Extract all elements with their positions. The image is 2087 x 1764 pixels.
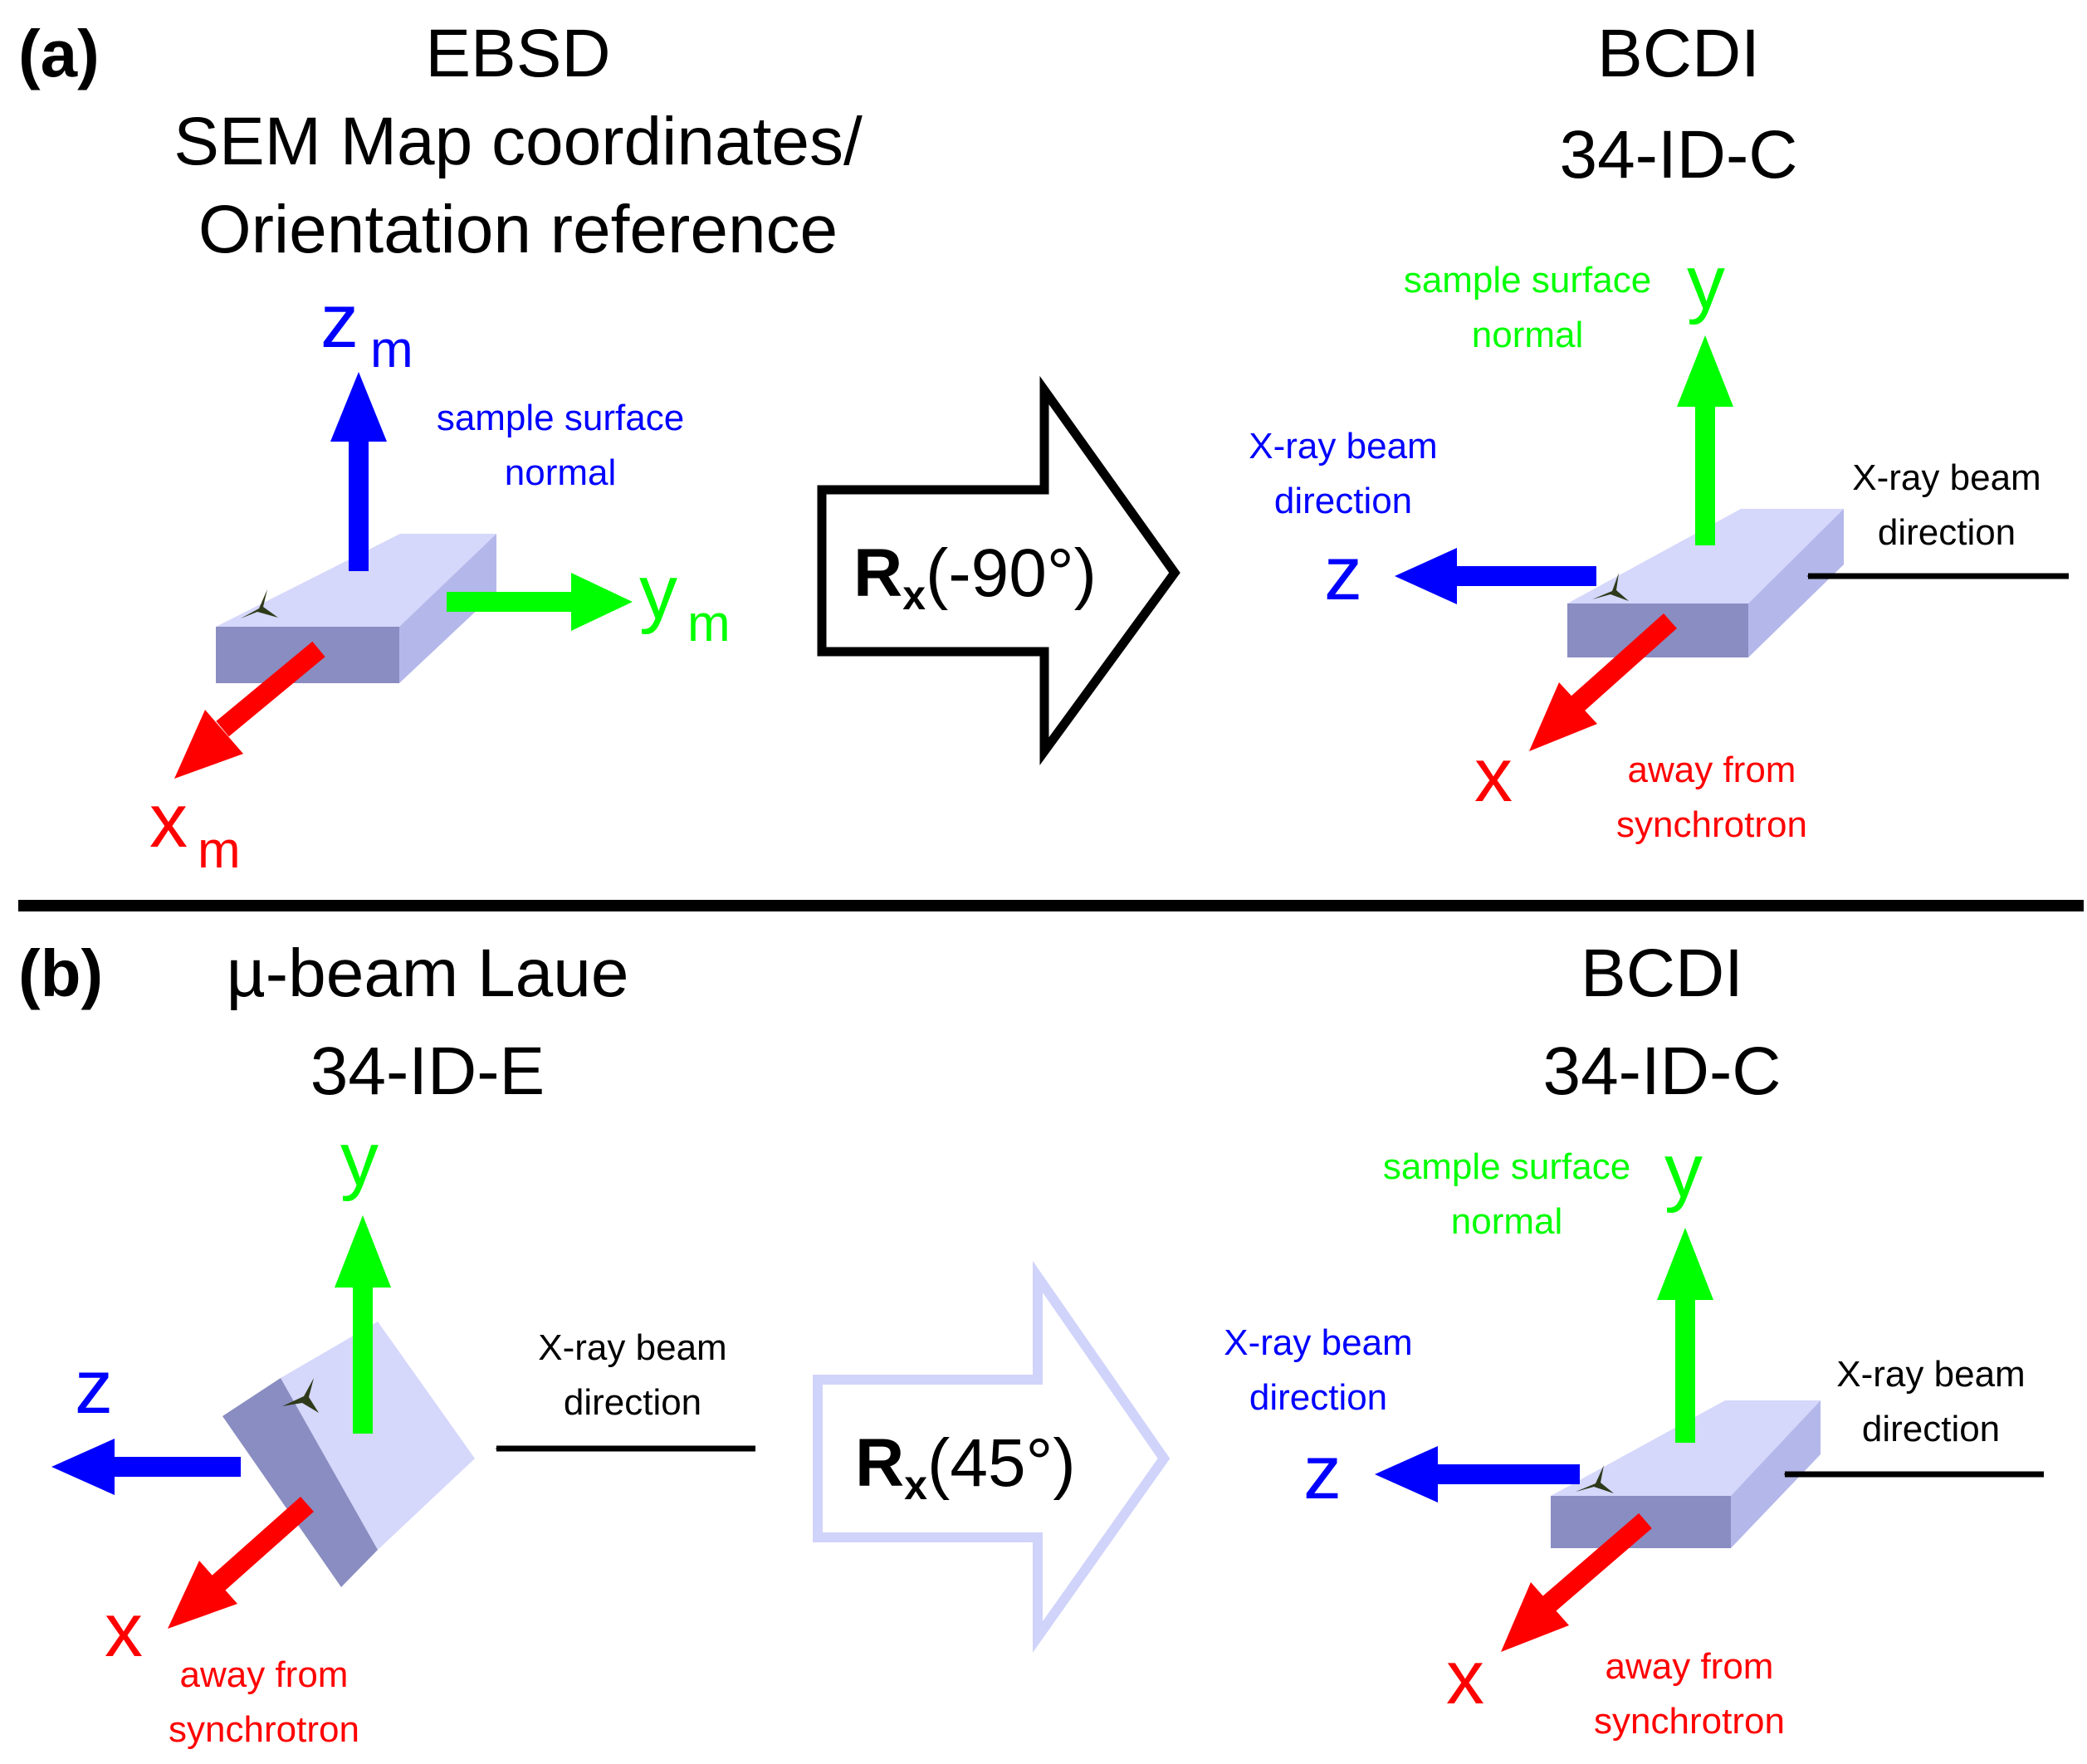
beam-direction-note-b-right-line2: direction — [1862, 1409, 2000, 1449]
rotation-b-subscript: x — [904, 1462, 927, 1508]
bcdi-station-title-a: 34-ID-C — [1559, 117, 1797, 193]
zm-axis-subscript: m — [370, 321, 413, 379]
xm-axis-label: x — [149, 779, 188, 863]
away-note-b-right-line1: away from — [1606, 1646, 1774, 1687]
ym-axis-arrow — [447, 573, 633, 631]
bcdi-title-b: BCDI — [1581, 936, 1743, 1011]
xm-axis-subscript: m — [198, 822, 241, 879]
z-axis-label-b-right: z — [1303, 1430, 1342, 1515]
x-axis-arrow-b-right — [1501, 1512, 1652, 1652]
surface-normal-note-a-line1: sample surface — [1404, 260, 1651, 301]
rotation-arrow-a — [817, 375, 1180, 765]
rotation-a-symbol: R — [853, 535, 902, 611]
grain-marker-icon — [241, 589, 278, 618]
beam-direction-z-note-a-line1: X-ray beam — [1249, 426, 1437, 467]
x-axis-label-b-right: x — [1446, 1635, 1484, 1720]
surface-normal-note-b-line2: normal — [1451, 1201, 1563, 1242]
beam-direction-z-note-a-line2: direction — [1274, 481, 1412, 521]
beam-direction-note-a-line1: X-ray beam — [1852, 457, 2041, 498]
x-axis-arrow-a — [1529, 613, 1677, 751]
panel-b: (b) µ-beam Laue 34-ID-E y z x away from … — [18, 936, 2044, 1750]
y-axis-arrow-b-right — [1657, 1228, 1713, 1443]
surface-normal-note-b-line1: sample surface — [1383, 1146, 1630, 1187]
slab-side — [1748, 509, 1844, 657]
away-note-b-left-line2: synchrotron — [169, 1709, 359, 1750]
laue-title: µ-beam Laue — [227, 936, 629, 1011]
zm-axis-arrow — [330, 372, 387, 571]
slab-top — [216, 534, 496, 627]
rotation-b-label: Rx(45°) — [855, 1425, 1076, 1508]
x-axis-label-a: x — [1474, 733, 1513, 818]
z-axis-label-b-left: z — [75, 1345, 113, 1429]
xm-axis-arrow — [174, 641, 325, 779]
ym-axis-label: y — [639, 550, 677, 635]
beam-direction-note-b-right-line1: X-ray beam — [1836, 1354, 2025, 1395]
sem-map-title: SEM Map coordinates/ — [174, 104, 863, 179]
z-axis-arrow-a — [1395, 548, 1596, 604]
away-note-b-right-line2: synchrotron — [1594, 1701, 1785, 1742]
panel-a-label: (a) — [18, 17, 100, 90]
bcdi-title-a: BCDI — [1597, 16, 1760, 91]
y-axis-arrow-a — [1677, 335, 1733, 545]
x-axis-arrow-b-left — [168, 1497, 314, 1629]
rotation-a-label: Rx(-90°) — [853, 535, 1097, 618]
sample-slab-b-left — [222, 1322, 475, 1587]
slab-top — [281, 1322, 475, 1550]
grain-marker-icon — [1592, 573, 1629, 601]
beam-direction-note-b-left-line1: X-ray beam — [538, 1327, 726, 1368]
grain-marker-icon — [282, 1378, 319, 1413]
surface-normal-note-line1: sample surface — [437, 398, 684, 438]
z-axis-label-a: z — [1324, 531, 1362, 616]
slab-top — [1551, 1400, 1821, 1496]
y-axis-label-b-right: y — [1664, 1129, 1703, 1214]
y-axis-arrow-b-left — [335, 1215, 391, 1434]
rotation-a-angle: (-90°) — [926, 535, 1097, 611]
slab-side — [1731, 1400, 1821, 1548]
grain-marker-icon — [1576, 1465, 1614, 1493]
beam-direction-note-a-line2: direction — [1878, 512, 2016, 553]
ym-axis-subscript: m — [687, 595, 731, 652]
z-axis-arrow-b-left — [51, 1439, 241, 1495]
panel-b-label: (b) — [18, 936, 103, 1010]
away-note-a-line2: synchrotron — [1616, 804, 1807, 845]
slab-front — [222, 1378, 378, 1587]
rotation-b-angle: (45°) — [927, 1425, 1076, 1501]
sample-slab-b-right — [1551, 1400, 1821, 1548]
laue-station-title: 34-ID-E — [310, 1033, 545, 1109]
away-note-a-line1: away from — [1628, 750, 1796, 790]
slab-top — [1567, 509, 1844, 603]
y-axis-label-b-left: y — [340, 1117, 379, 1202]
z-axis-arrow-b-right — [1375, 1446, 1580, 1503]
orientation-reference-title: Orientation reference — [198, 192, 838, 267]
surface-normal-note-line2: normal — [505, 452, 617, 493]
ebsd-title: EBSD — [425, 16, 610, 91]
rotation-arrow-b — [813, 1260, 1171, 1653]
away-note-b-left-line1: away from — [180, 1654, 349, 1695]
bcdi-station-title-b: 34-ID-C — [1542, 1033, 1781, 1109]
surface-normal-note-a-line2: normal — [1472, 315, 1584, 355]
x-axis-label-b-left: x — [105, 1588, 143, 1673]
beam-direction-note-b-left-line2: direction — [564, 1382, 701, 1423]
rotation-b-symbol: R — [855, 1425, 904, 1501]
y-axis-label-a: y — [1687, 241, 1725, 325]
panel-a: (a) EBSD SEM Map coordinates/ Orientatio… — [18, 16, 2069, 879]
beam-direction-z-note-b-line2: direction — [1249, 1377, 1387, 1418]
panel-divider — [18, 900, 2084, 911]
beam-direction-z-note-b-line1: X-ray beam — [1224, 1322, 1412, 1363]
rotation-a-subscript: x — [902, 572, 926, 618]
zm-axis-label: z — [320, 279, 359, 364]
